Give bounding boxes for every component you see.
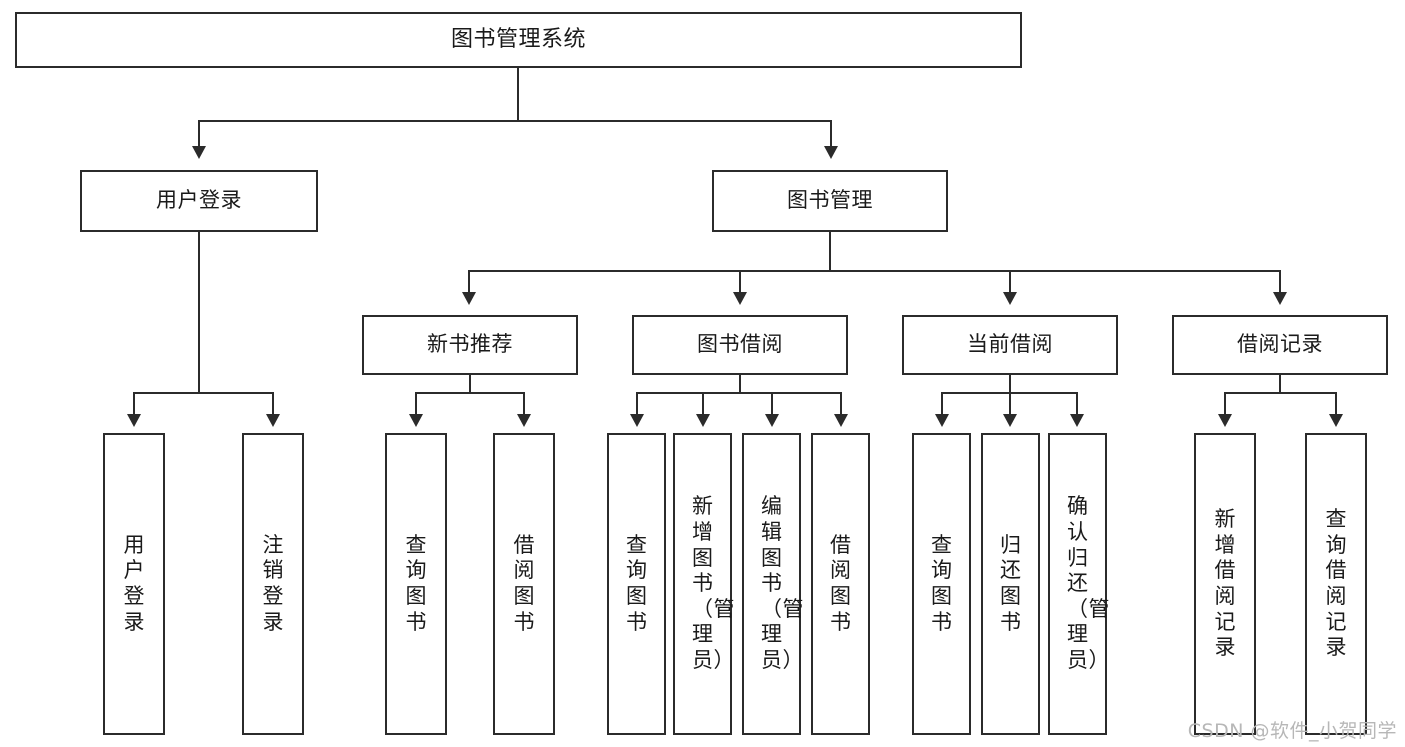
leaf-bookborrow-borrow-book[interactable]: 借阅图书 [811,433,870,735]
connector-borrowrecord-drop-2 [1335,392,1337,414]
connector-level2-drop-4 [1279,270,1281,292]
leaf-currentborrow-return-book[interactable]: 归还图书 [981,433,1040,735]
node-label: 新增图书（管理员） [692,494,735,673]
node-label: 用户登录 [123,532,145,634]
leaf-bookborrow-add-book-admin[interactable]: 新增图书（管理员） [673,433,735,735]
node-label: 借阅图书 [513,532,535,634]
connector-userlogin-drop-1 [133,392,135,414]
connector-newbook-drop-1 [415,392,417,414]
connector-userlogin-drop-2 [272,392,274,414]
node-book-borrow[interactable]: 图书借阅 [632,315,848,375]
leaf-logout[interactable]: 注销登录 [242,433,304,735]
leaf-user-login[interactable]: 用户登录 [103,433,165,735]
node-label: 归还图书 [1000,532,1022,634]
node-new-book-recommend[interactable]: 新书推荐 [362,315,578,375]
connector-userlogin-stem [198,232,200,392]
node-label: 查询图书 [931,532,953,634]
node-label: 查询图书 [405,532,427,634]
node-label: 图书管理系统 [450,26,586,52]
connector-bookborrow-drop-1 [636,392,638,414]
node-root-system[interactable]: 图书管理系统 [15,12,1022,68]
connector-level2-drop-3 [1009,270,1011,292]
arrowhead-currentborrow-leaf-3 [1070,414,1084,427]
connector-currentborrow-drop-3 [1076,392,1078,414]
arrowhead-book-manage [824,146,838,159]
connector-borrowrecord-stem [1279,375,1281,392]
node-label: 查询图书 [626,532,648,634]
arrowhead-current-borrow [1003,292,1017,305]
arrowhead-newbook-leaf-1 [409,414,423,427]
connector-bookborrow-drop-4 [840,392,842,414]
connector-userlogin-bus [133,392,273,394]
connector-root-bus [198,120,831,122]
arrowhead-leaf-logout [266,414,280,427]
connector-bookborrow-drop-2 [702,392,704,414]
connector-level2-drop-2 [739,270,741,292]
arrowhead-bookborrow-leaf-4 [834,414,848,427]
node-user-login[interactable]: 用户登录 [80,170,318,232]
node-label: 确认归还（管理员） [1067,494,1110,673]
node-label: 用户登录 [156,188,242,213]
node-label: 借阅图书 [830,532,852,634]
node-label: 查询借阅记录 [1325,507,1347,660]
connector-newbook-stem [469,375,471,392]
connector-bookborrow-bus [636,392,841,394]
connector-root-drop-left [198,120,200,146]
arrowhead-borrowrecord-leaf-2 [1329,414,1343,427]
connector-bookmgmt-stem [829,232,831,270]
connector-newbook-bus [415,392,525,394]
arrowhead-bookborrow-leaf-2 [696,414,710,427]
node-label: 注销登录 [262,532,284,634]
leaf-currentborrow-confirm-return-admin[interactable]: 确认归还（管理员） [1048,433,1110,735]
leaf-borrowrecord-query-record[interactable]: 查询借阅记录 [1305,433,1367,735]
connector-root-drop-right [830,120,832,146]
leaf-bookborrow-edit-book-admin[interactable]: 编辑图书（管理员） [742,433,804,735]
leaf-currentborrow-query-book[interactable]: 查询图书 [912,433,971,735]
arrowhead-borrow-record [1273,292,1287,305]
connector-bookborrow-drop-3 [771,392,773,414]
connector-bookborrow-stem [739,375,741,392]
arrowhead-borrowrecord-leaf-1 [1218,414,1232,427]
arrowhead-newbook-leaf-2 [517,414,531,427]
leaf-bookborrow-query-book[interactable]: 查询图书 [607,433,666,735]
arrowhead-currentborrow-leaf-1 [935,414,949,427]
arrowhead-currentborrow-leaf-2 [1003,414,1017,427]
node-label: 借阅记录 [1237,332,1323,357]
connector-root-stem [517,68,519,120]
node-borrow-record[interactable]: 借阅记录 [1172,315,1388,375]
arrowhead-user-login [192,146,206,159]
connector-level2-bus [468,270,1280,272]
leaf-newbook-query-book[interactable]: 查询图书 [385,433,447,735]
arrowhead-new-book [462,292,476,305]
node-label: 新增借阅记录 [1214,507,1236,660]
connector-borrowrecord-bus [1224,392,1337,394]
arrowhead-bookborrow-leaf-3 [765,414,779,427]
connector-currentborrow-stem [1009,375,1011,392]
node-book-management[interactable]: 图书管理 [712,170,948,232]
node-label: 新书推荐 [427,332,513,357]
node-label: 图书管理 [787,188,873,213]
leaf-borrowrecord-add-record[interactable]: 新增借阅记录 [1194,433,1256,735]
node-current-borrow[interactable]: 当前借阅 [902,315,1118,375]
arrowhead-leaf-user-login [127,414,141,427]
connector-borrowrecord-drop-1 [1224,392,1226,414]
connector-currentborrow-drop-2 [1009,392,1011,414]
node-label: 编辑图书（管理员） [761,494,804,673]
leaf-newbook-borrow-book[interactable]: 借阅图书 [493,433,555,735]
connector-level2-drop-1 [468,270,470,292]
connector-newbook-drop-2 [523,392,525,414]
connector-currentborrow-drop-1 [941,392,943,414]
arrowhead-bookborrow-leaf-1 [630,414,644,427]
arrowhead-book-borrow [733,292,747,305]
node-label: 图书借阅 [697,332,783,357]
node-label: 当前借阅 [967,332,1053,357]
